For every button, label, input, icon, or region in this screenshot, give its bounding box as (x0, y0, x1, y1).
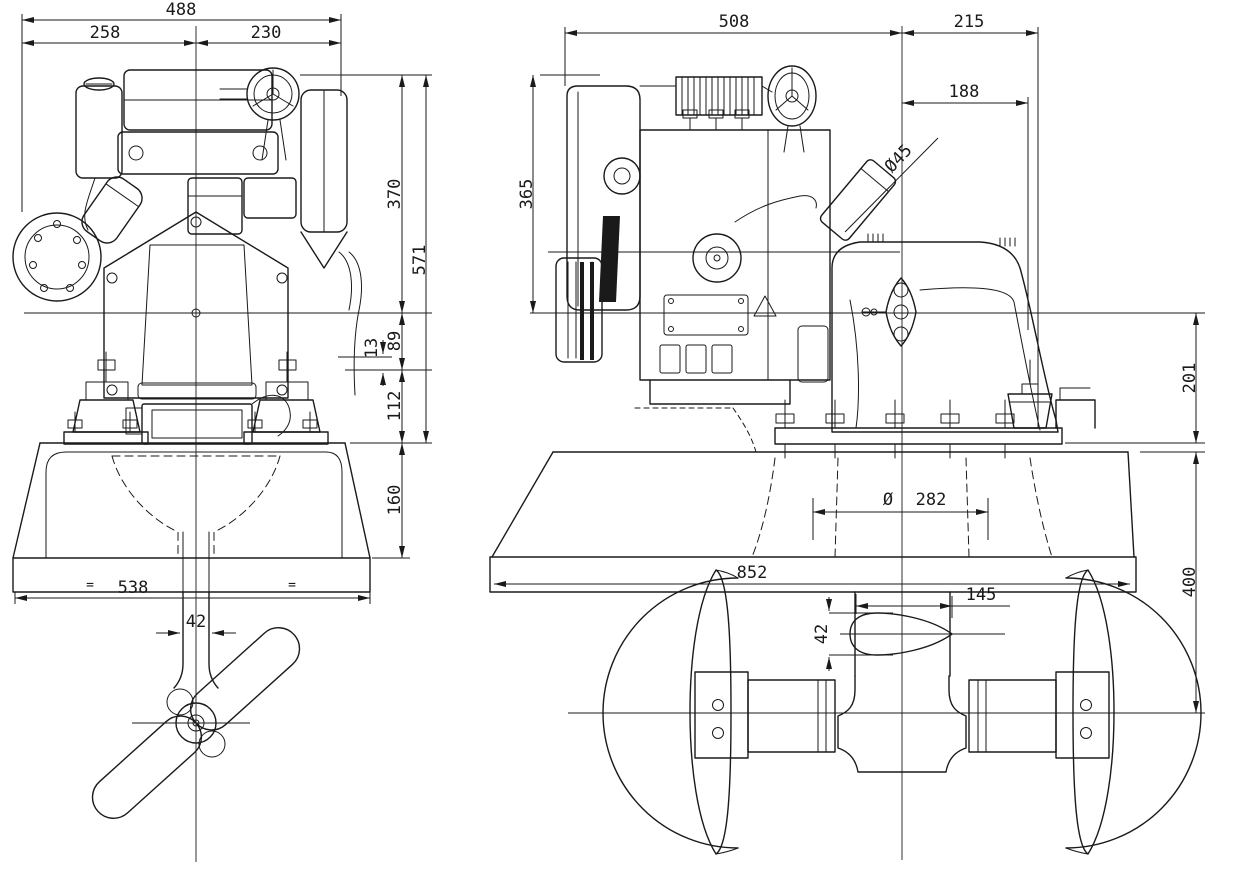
dim-crank-to-mounts: 89 (385, 331, 405, 351)
propeller-front (91, 627, 301, 819)
mounting-bed-front (12, 442, 371, 593)
engine-mount-left (63, 351, 149, 445)
engine-mount-right (243, 351, 329, 445)
dim-engine-length: 508 (719, 12, 750, 32)
dim-opening-diameter: 282 (916, 490, 947, 510)
side-view-dimensions: 508 215 188 365 Ø45 201 400 Ø 282 852 (494, 12, 1205, 713)
dim-base-width: 538 (118, 578, 149, 598)
dim-flange-to-prop-axis: 400 (1180, 567, 1200, 598)
front-view-dimensions: 488 258 230 370 89 112 160 571 13 = 538 … (14, 0, 432, 636)
dim-top-to-crank-side: 365 (517, 179, 537, 210)
dim-mounts-to-flange: 112 (385, 391, 405, 422)
saildrive-leg-side (837, 591, 967, 773)
dim-leg-thickness: 42 (812, 624, 832, 644)
exhaust-stub (819, 159, 897, 241)
dim-leg-width-front: 42 (186, 612, 206, 632)
dim-base-equal-left: = (86, 578, 94, 593)
dim-mount-step: 13 (362, 338, 382, 358)
dim-crank-to-flange: 201 (1180, 363, 1200, 394)
dim-flange-to-base: 160 (385, 485, 405, 516)
side-view: 508 215 188 365 Ø45 201 400 Ø 282 852 (489, 12, 1205, 860)
dim-opening-diameter-symbol: Ø (883, 490, 893, 510)
dim-center-to-right: 230 (251, 23, 282, 43)
dim-overall-height: 571 (410, 245, 430, 276)
dim-base-equal-right: = (288, 578, 296, 593)
dim-base-length: 852 (737, 563, 768, 583)
dim-leg-chord: 145 (966, 585, 997, 605)
saildrive-leg-front (173, 591, 219, 689)
dim-top-to-crank: 370 (385, 179, 405, 210)
dim-center-to-left: 258 (90, 23, 121, 43)
saildrive-housing-side (774, 233, 1096, 459)
dim-rear-length: 215 (954, 12, 985, 32)
gearbox-front (125, 394, 291, 445)
mounting-bed-side (489, 451, 1137, 593)
engine-side-outline (555, 65, 897, 453)
dim-rear-to-drive: 188 (949, 82, 980, 102)
dim-overall-width: 488 (166, 0, 197, 20)
engine-front-outline (12, 67, 363, 400)
front-view: 488 258 230 370 89 112 160 571 13 = 538 … (12, 0, 432, 862)
propeller-side (602, 569, 1202, 855)
leg-section-profile (849, 612, 953, 656)
